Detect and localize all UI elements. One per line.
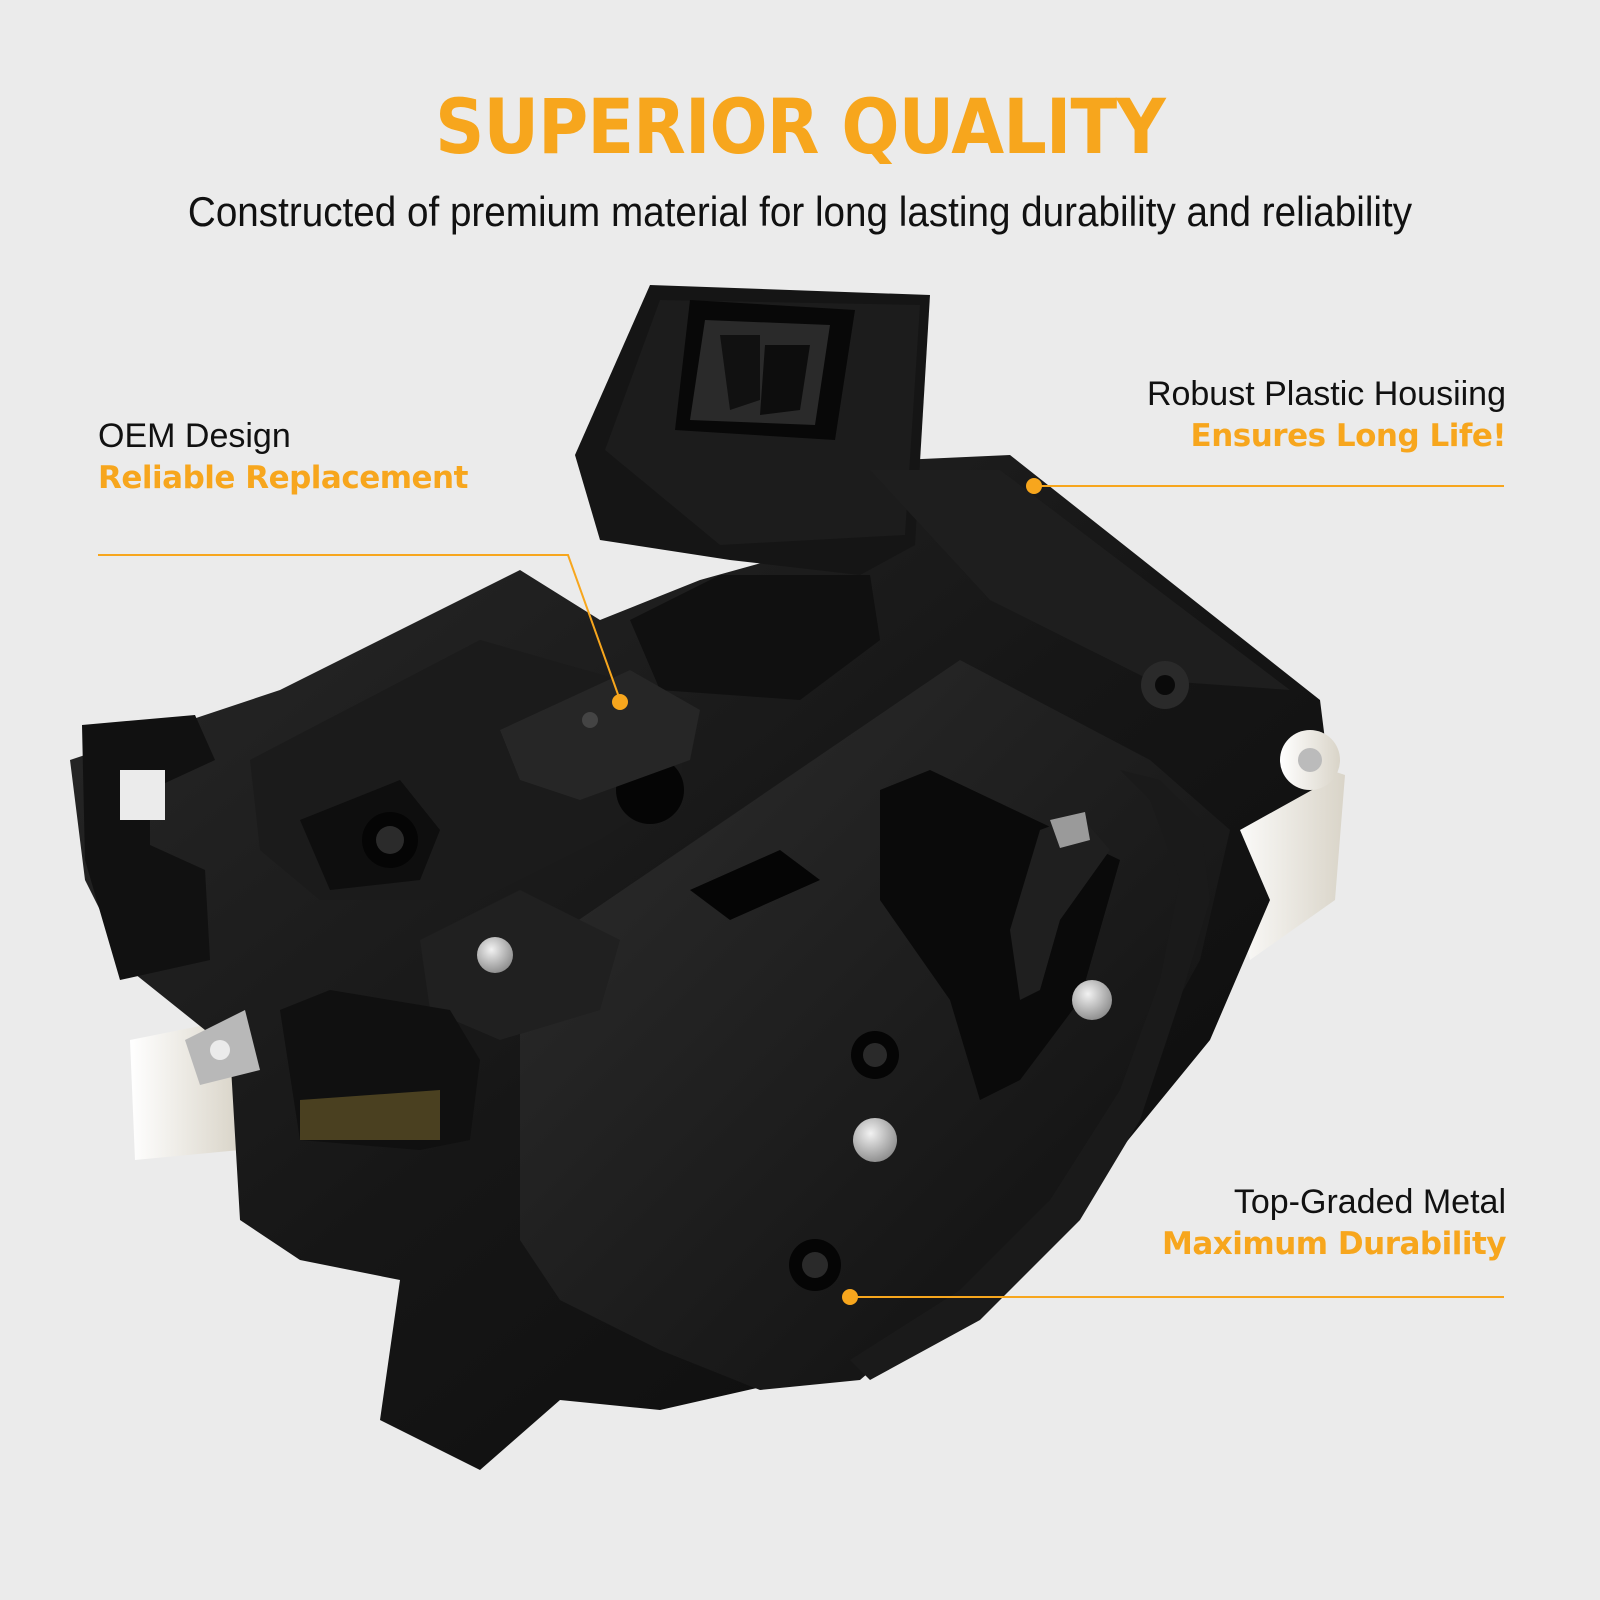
callout-housing-subtitle: Ensures Long Life! (1190, 418, 1507, 454)
callout-metal-title: Top-Graded Metal (1233, 1183, 1506, 1221)
callout-oem-title: OEM Design (98, 417, 291, 455)
callout-plastic-housing: Robust Plastic Housiing Ensures Long Lif… (1146, 374, 1507, 458)
callout-metal: Top-Graded Metal Maximum Durability (1162, 1182, 1506, 1266)
callout-oem-subtitle: Reliable Replacement (98, 460, 468, 496)
callout-oem-design: OEM Design Reliable Replacement (98, 416, 468, 500)
callout-metal-subtitle: Maximum Durability (1162, 1226, 1506, 1262)
page-title: SUPERIOR QUALITY (435, 82, 1166, 171)
page-subtitle: Constructed of premium material for long… (187, 188, 1413, 235)
callout-housing-title: Robust Plastic Housiing (1146, 375, 1506, 413)
